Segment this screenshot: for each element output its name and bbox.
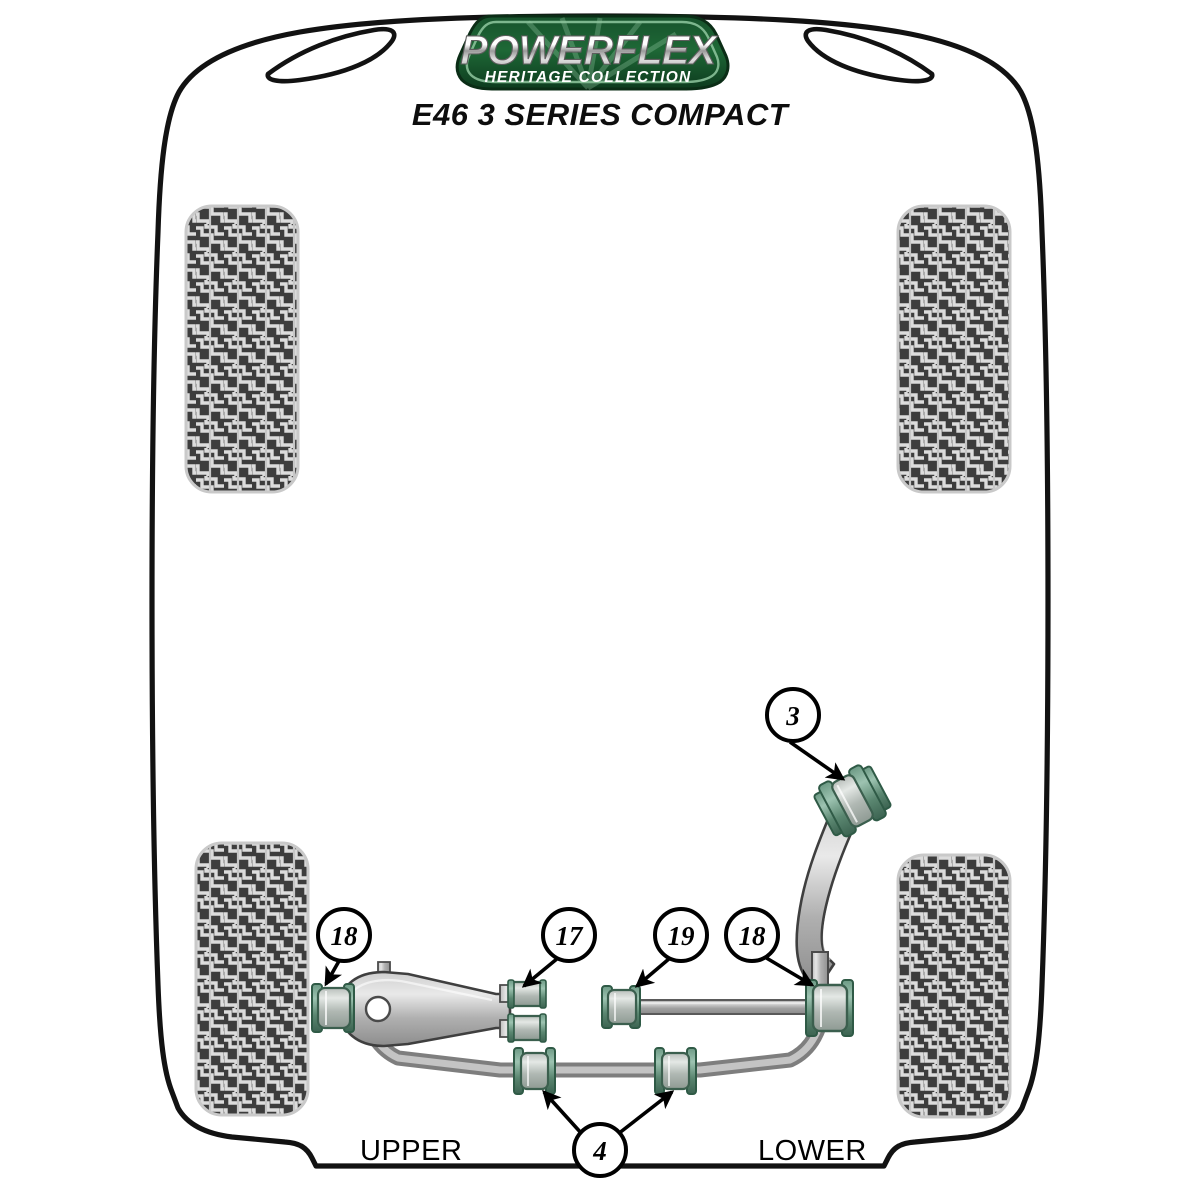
- track-rod: [621, 999, 819, 1015]
- leader-4-right: [616, 1090, 675, 1136]
- callout-bubbles[interactable]: 3 18 17 19 18 4: [316, 687, 821, 1178]
- leader-19: [634, 956, 672, 988]
- bush-arb-right: [654, 1047, 697, 1095]
- callout-leaders: [324, 740, 846, 1136]
- tyre-rear-left: [194, 841, 310, 1117]
- callout-3[interactable]: 3: [765, 687, 821, 743]
- callout-18-left[interactable]: 18: [316, 907, 372, 963]
- tyre-rear-right: [896, 853, 1012, 1119]
- leader-3: [788, 740, 846, 781]
- bush-trailing-arm: [813, 764, 892, 838]
- bush-upper-arm-outer-bottom: [507, 1013, 547, 1043]
- logo-subtitle: HERITAGE COLLECTION: [485, 69, 692, 86]
- label-upper: UPPER: [360, 1135, 462, 1167]
- callout-19-label: 19: [668, 921, 696, 951]
- callout-18-right[interactable]: 18: [724, 907, 780, 963]
- callout-4-label: 4: [592, 1136, 607, 1166]
- tyre-front-right: [896, 204, 1012, 494]
- leader-18-right: [762, 954, 815, 987]
- logo-wordmark: POWERFLEX: [460, 27, 718, 73]
- bonnet-crease-left: [265, 26, 397, 84]
- label-lower: LOWER: [758, 1135, 867, 1167]
- leader-4-left: [542, 1089, 584, 1136]
- callout-18-left-label: 18: [331, 921, 359, 951]
- callout-3-label: 3: [785, 701, 800, 731]
- bonnet-crease-right: [803, 26, 935, 84]
- leader-18-left: [324, 960, 342, 987]
- bush-track-rod-outer: [805, 979, 854, 1037]
- tyre-front-left: [184, 204, 300, 494]
- bush-upper-arm-inner: [311, 983, 355, 1033]
- callout-17[interactable]: 17: [541, 907, 597, 963]
- page-title: E46 3 SERIES COMPACT: [412, 97, 791, 132]
- leader-17: [521, 956, 560, 988]
- bush-track-rod-inner: [601, 985, 641, 1029]
- callout-17-label: 17: [556, 921, 585, 951]
- bush-arb-left: [513, 1047, 556, 1095]
- callout-18-right-label: 18: [739, 921, 767, 951]
- callout-19[interactable]: 19: [653, 907, 709, 963]
- powerflex-logo: POWERFLEX HERITAGE COLLECTION: [455, 14, 730, 91]
- callout-4[interactable]: 4: [572, 1122, 628, 1178]
